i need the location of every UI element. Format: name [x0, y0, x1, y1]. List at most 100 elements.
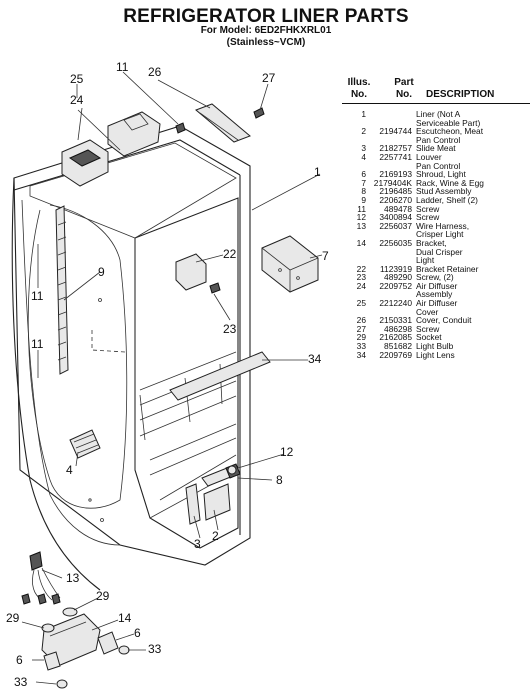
row-part-no: 2169193 [379, 169, 412, 180]
row-illus-no: 34 [356, 349, 366, 360]
row-description: Bracket Retainer [416, 263, 479, 274]
row-illus-no: 7 [361, 177, 366, 188]
table-row: 8 2196485 Stud Assembly [342, 187, 530, 196]
callout-29-right: 29 [96, 589, 110, 603]
row-description: Light Bulb [416, 341, 454, 352]
row-part-no: 2179404K [373, 177, 412, 188]
row-part-no: 489290 [384, 272, 412, 283]
table-row: 24 2209752 Air Diffuser Assembly [342, 282, 530, 299]
row-illus-no: 9 [361, 194, 366, 205]
stud-assembly [201, 463, 241, 487]
header-rule [342, 103, 530, 104]
table-row: 7 2179404K Rack, Wine & Egg [342, 179, 530, 188]
row-part-no [370, 110, 416, 127]
wine-egg-rack [261, 235, 319, 293]
row-description: Screw [416, 203, 440, 214]
row-description: Escutcheon, Meat Pan Control [416, 126, 484, 145]
louver [69, 429, 101, 459]
row-part-no: 3400894 [379, 212, 412, 223]
row-part-no: 2150331 [379, 315, 412, 326]
row-part-no: 2256037 [379, 220, 412, 231]
row-illus-no: 22 [356, 263, 366, 274]
callout-8: 8 [276, 473, 283, 487]
callout-29-left: 29 [6, 611, 20, 625]
row-description: Ladder, Shelf (2) [416, 194, 478, 205]
row-illus-no: 33 [356, 341, 366, 352]
row-part-no: 2209752 [379, 280, 412, 291]
callout-4: 4 [66, 463, 73, 477]
row-illus-no: 13 [356, 220, 366, 231]
leader-lines [21, 71, 323, 685]
row-illus-no: 2 [361, 126, 366, 137]
table-row: 13 2256037 Wire Harness, Crisper Light [342, 220, 530, 240]
bracket-retainer [175, 253, 221, 294]
row-part-no: 489478 [384, 203, 412, 214]
callout-2: 2 [212, 529, 219, 543]
row-part-no: 2212240 [379, 298, 412, 309]
conduit-cover [195, 103, 265, 143]
row-illus-no: 11 [357, 203, 366, 214]
row-part-no: 486298 [384, 323, 412, 334]
row-part-no: 2196485 [379, 186, 412, 197]
callout-12: 12 [280, 445, 294, 459]
header-part: Part [394, 77, 414, 88]
row-description: Socket [416, 332, 442, 343]
table-row: 6 2169193 Shroud, Light [342, 170, 530, 179]
row-description: Louver Pan Control [416, 151, 461, 171]
callout-3: 3 [194, 537, 201, 551]
callout-33-left: 33 [14, 675, 28, 689]
air-diffuser [61, 111, 161, 187]
table-row: 11 489478 Screw [342, 203, 530, 214]
row-part-no: 2194744 [379, 126, 412, 137]
header-illus: Illus. [347, 77, 371, 88]
row-description: Rack, Wine & Egg [416, 177, 484, 188]
light-lens [169, 351, 271, 401]
row-illus-no: 8 [361, 186, 366, 197]
table-row: 33 851682 Light Bulb [342, 342, 530, 351]
callout-1: 1 [314, 165, 321, 179]
row-illus-no: 1 [361, 109, 366, 119]
parts-table: Illus. No. Part No. DESCRIPTION 1 Liner (… [342, 78, 530, 359]
row-description: Light Lens [416, 349, 455, 360]
table-row: 2 2194744 Escutcheon, Meat Pan Control [342, 127, 530, 144]
callout-25: 25 [70, 72, 84, 86]
row-illus-no: 6 [361, 169, 366, 180]
parts-table-header: Illus. No. Part No. DESCRIPTION [342, 78, 530, 104]
callout-23: 23 [223, 322, 237, 336]
callout-24: 24 [70, 93, 84, 107]
row-description: Liner (Not A Serviceable Part) [416, 109, 481, 128]
row-illus-no: 23 [356, 272, 366, 283]
parts-table-rows: 1 Liner (Not A Serviceable Part) 2 2194744 E… [342, 110, 530, 359]
row-description: Screw [416, 212, 440, 223]
wire-harness [21, 551, 61, 605]
screw-top [175, 122, 186, 134]
callout-22: 22 [223, 247, 237, 261]
page-title: REFRIGERATOR LINER PARTS [123, 6, 409, 27]
row-part-no: 2206270 [379, 194, 412, 205]
table-row: 23 489290 Screw, (2) [342, 273, 530, 282]
row-illus-no: 14 [356, 237, 366, 248]
row-description: Stud Assembly [416, 186, 472, 197]
light-shroud-bulbs [43, 631, 130, 689]
callout-6-left: 6 [16, 653, 23, 667]
row-description: Shroud, Light [416, 169, 466, 180]
row-illus-no: 29 [356, 332, 366, 343]
row-description: Air Diffuser Assembly [416, 280, 458, 300]
shelf-ladder [55, 205, 69, 375]
row-illus-no: 4 [361, 151, 366, 162]
row-description: Screw, (2) [416, 272, 454, 283]
row-part-no: 2257741 [379, 151, 412, 162]
row-illus-no: 24 [356, 280, 366, 291]
liner-body [11, 125, 251, 591]
row-description: Wire Harness, Crisper Light [416, 220, 470, 240]
row-part-no: 851682 [384, 341, 412, 352]
slide-meat-escutcheon [185, 483, 231, 525]
row-description: Screw [416, 323, 440, 334]
